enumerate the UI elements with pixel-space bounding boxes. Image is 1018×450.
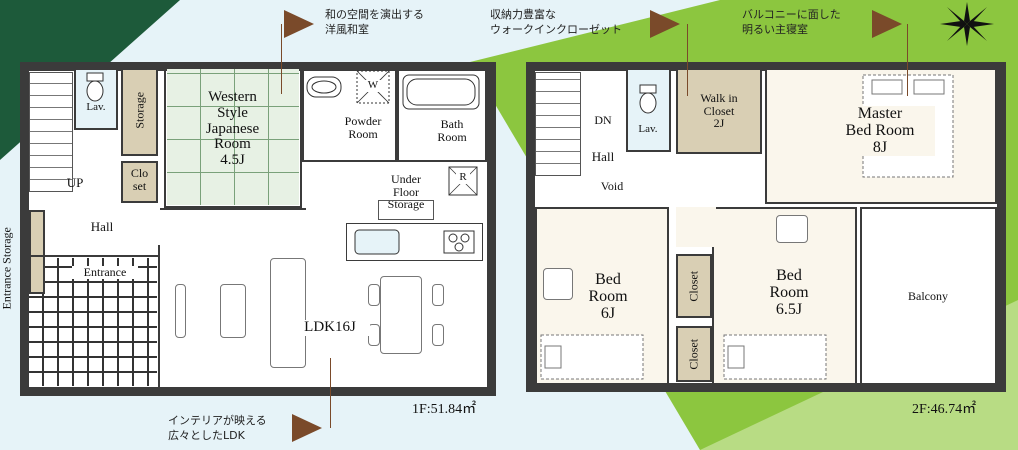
refrigerator-label: R	[456, 171, 470, 184]
up-label: UP	[66, 175, 84, 190]
balcony	[860, 207, 997, 385]
arrow-marker	[872, 10, 902, 38]
entrance-tile	[29, 258, 157, 386]
void-label: Void	[600, 179, 624, 193]
walk-in-closet	[676, 68, 762, 154]
wall	[158, 245, 160, 393]
powder-room-label: Powder Room	[344, 114, 382, 141]
toilet-icon	[86, 72, 104, 102]
bed-icon	[540, 334, 644, 380]
floor1-area: 1F:51.84㎡	[412, 402, 477, 417]
wall	[160, 208, 306, 210]
western-room-label: Western Style Japanese Room 4.5J	[205, 89, 260, 168]
wall	[302, 160, 488, 162]
leader-line	[281, 24, 282, 94]
stairs-1f	[29, 72, 73, 192]
floor2-area: 2F:46.74㎡	[912, 402, 977, 417]
japanese-room-note: 和の空間を演出する 洋風和室	[325, 8, 424, 36]
sofa-icon	[270, 258, 306, 368]
under-floor-storage-label: Under Floor Storage	[387, 172, 425, 212]
tv-board	[175, 284, 186, 338]
ldk-note: インテリアが映える 広々としたLDK	[168, 414, 267, 442]
closet-1f-label: Clo set	[130, 166, 149, 193]
wall	[29, 255, 159, 257]
closet-2f-a	[676, 254, 712, 318]
dining-chair	[432, 284, 444, 306]
ldk-label: LDK16J	[290, 319, 370, 336]
bed-room-65-top	[676, 207, 716, 247]
compass-star-icon	[940, 2, 994, 46]
walkin-note: 収納力豊富な ウォークインクローゼット	[490, 8, 622, 36]
closet-2f-b-label: Closet	[686, 338, 701, 370]
low-table	[220, 284, 246, 338]
storage-label: Storage	[132, 91, 147, 129]
dining-chair	[368, 284, 380, 306]
storage-1f	[121, 68, 158, 156]
master-bed-room-label: Master Bed Room 8J	[825, 105, 935, 157]
toilet-icon	[639, 84, 657, 114]
tatami-floor	[167, 69, 299, 205]
entrance-label: Entrance	[72, 266, 138, 279]
sink-icon	[354, 229, 400, 255]
under-floor-hatch	[378, 200, 434, 220]
lavatory-label: Lav.	[86, 101, 106, 113]
closet-1f	[121, 161, 158, 203]
arrow-marker	[292, 414, 322, 442]
bathtub-icon	[402, 74, 480, 110]
western-japanese-room	[164, 66, 302, 208]
balcony-note: バルコニーに面した 明るい主寝室	[742, 8, 841, 36]
dining-chair	[432, 324, 444, 346]
balcony-label: Balcony	[908, 289, 948, 303]
sink-icon	[306, 76, 342, 98]
closet-2f-b	[676, 326, 712, 382]
bed-room-65-label: Bed Room 6.5J	[746, 267, 832, 319]
desk	[776, 215, 808, 243]
leader-line	[907, 24, 908, 96]
hall-1f-label: Hall	[90, 219, 114, 234]
arrow-marker	[650, 10, 680, 38]
dining-table-icon	[380, 276, 422, 354]
lavatory-2f-label: Lav.	[638, 123, 658, 135]
washer-label: W	[364, 79, 382, 92]
stairs-2f	[535, 72, 581, 176]
bath-room-label: Bath Room	[437, 117, 467, 144]
leader-line	[687, 24, 688, 96]
bed-room-6-label: Bed Room 6J	[588, 271, 628, 322]
stove-icon	[443, 230, 475, 254]
leader-line	[330, 358, 331, 428]
entrance-storage	[29, 210, 45, 294]
entrance-storage-label: Entrance Storage	[0, 227, 14, 310]
dn-label: DN	[588, 114, 618, 127]
arrow-marker	[284, 10, 314, 38]
walk-in-closet-label: Walk in Closet 2J	[700, 91, 738, 131]
hall-2f-label: Hall	[591, 149, 615, 164]
desk	[543, 268, 573, 300]
bed-icon	[723, 334, 827, 380]
